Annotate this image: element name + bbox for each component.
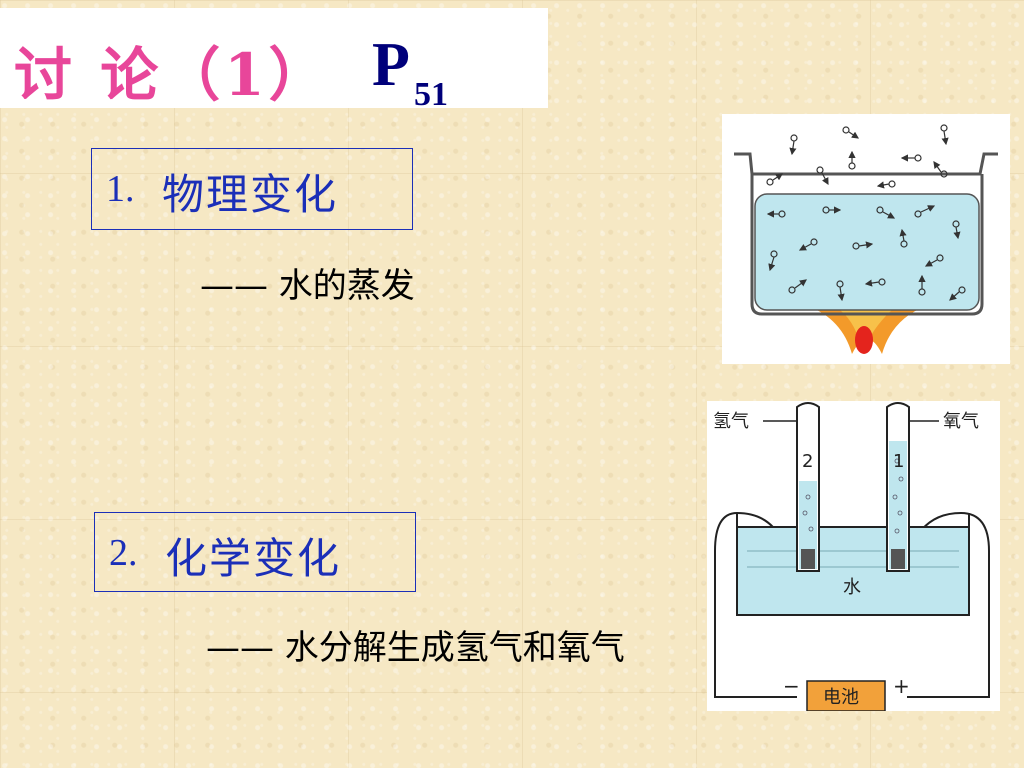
battery-label: 电池	[823, 687, 859, 708]
description-evaporation: —— 水的蒸发	[200, 266, 415, 306]
negative-terminal: −	[783, 674, 800, 698]
tube-right-number: 1	[893, 451, 904, 472]
tube-left-number: 2	[802, 451, 813, 472]
page-reference: P	[372, 31, 410, 99]
water-molecules	[766, 205, 966, 302]
water-label: 水	[843, 577, 861, 598]
topic-number: 2.	[109, 532, 138, 574]
topic-box-physical-change: 1. 物理变化	[91, 148, 413, 230]
title-banner: 讨 论（1） P 51	[0, 8, 548, 113]
gas-bubbles	[802, 458, 904, 534]
description-electrolysis: —— 水分解生成氢气和氧气	[206, 628, 625, 668]
topic-label: 物理变化	[162, 170, 339, 219]
topic-number: 1.	[106, 168, 135, 210]
topic-box-chemical-change: 2. 化学变化	[94, 512, 416, 592]
electrolysis-diagram: 氢气 氧气 2 1 水 电池 − +	[707, 401, 1000, 712]
test-tube-left	[796, 402, 820, 572]
topic-label: 化学变化	[165, 534, 342, 583]
oxygen-label: 氧气	[943, 411, 979, 432]
beaker-icon	[736, 513, 970, 616]
test-tube-right	[886, 402, 910, 572]
battery-icon: 电池	[806, 680, 886, 712]
vapor-molecules	[766, 124, 949, 189]
flame-icon	[808, 306, 926, 354]
hydrogen-label: 氢气	[713, 411, 749, 432]
slide-title: 讨 论（1）	[14, 41, 331, 109]
positive-terminal: +	[893, 674, 910, 698]
page-number: 51	[414, 76, 448, 113]
evaporation-diagram	[722, 114, 1010, 364]
